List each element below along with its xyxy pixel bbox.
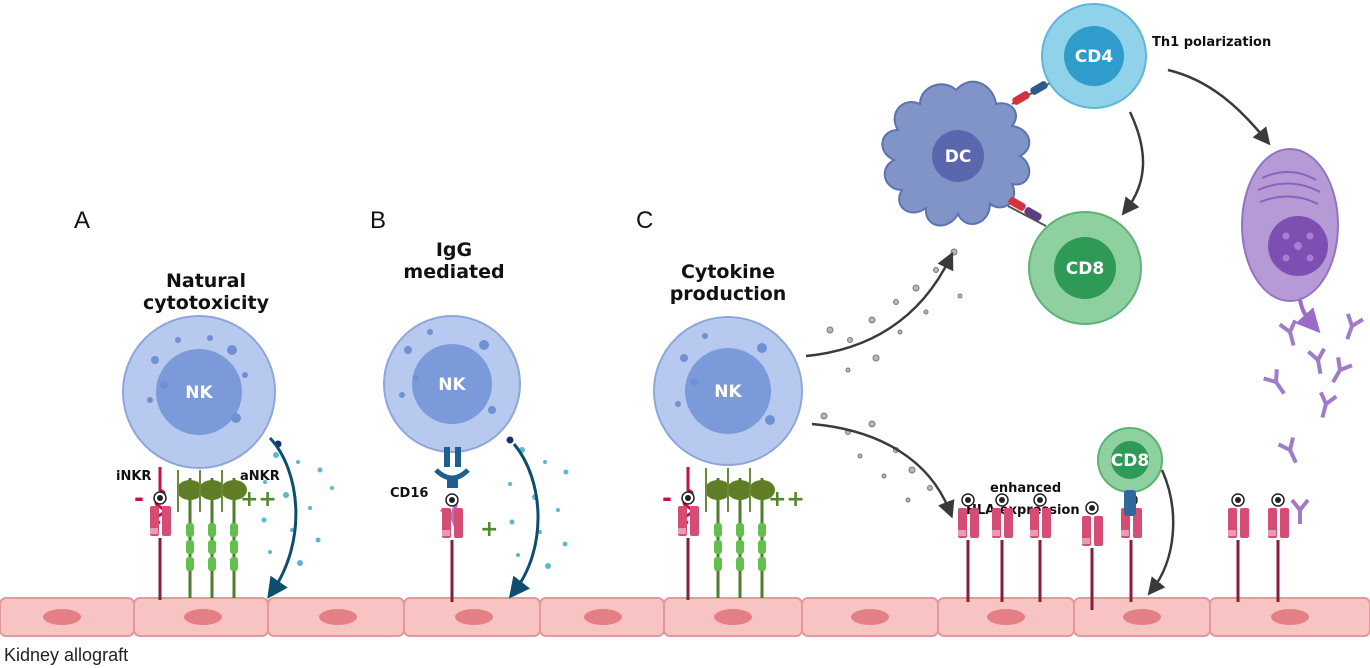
enhanced-hla — [1078, 500, 1105, 612]
plasma-cell — [1241, 148, 1339, 302]
dendritic-cell — [881, 80, 1031, 227]
dc-cd4-synapse — [1011, 81, 1053, 105]
panel-a-nk-label: NK — [185, 383, 213, 403]
panel-b-plus-sign: + — [480, 517, 498, 542]
panel-b-nk-label: NK — [438, 375, 466, 395]
cd8-t-cell-large — [1028, 211, 1142, 325]
panel-b-title-line1: IgG — [436, 239, 472, 261]
ankr-label: aNKR — [240, 469, 280, 484]
inkr-label: iNKR — [116, 469, 151, 484]
panel-b-title-line2: mediated — [403, 261, 504, 283]
arrow-to-hla — [811, 422, 955, 519]
panel-a-minus-sign: - — [134, 484, 144, 512]
cd8-small-label: CD8 — [1111, 451, 1149, 471]
panel-c-nk-cell — [653, 316, 803, 466]
dc-label: DC — [945, 147, 972, 167]
panel-a-activating-receptor — [219, 476, 249, 600]
panel-b-granule-dark — [506, 436, 514, 444]
panel-a-granules — [261, 452, 334, 566]
tissue-label: Kidney allograft — [4, 645, 128, 665]
enhanced-hla — [1264, 492, 1291, 604]
cd8-large-label: CD8 — [1066, 259, 1104, 279]
arrow-cd4-to-cd8 — [1121, 111, 1145, 216]
panel-c-title-line2: production — [670, 283, 787, 305]
panel-c-minus-sign: - — [662, 484, 672, 512]
cd16-receptor — [434, 447, 470, 488]
panel-c-title-line1: Cytokine — [681, 261, 775, 283]
arrow-to-dc — [805, 251, 954, 358]
kidney-tissue — [0, 597, 1370, 637]
panel-a-receptor-stalks — [177, 470, 223, 512]
cytokine-particles — [820, 248, 963, 503]
arrow-cd4-to-plasma — [1167, 68, 1271, 146]
panel-a-letter: A — [74, 207, 90, 234]
cd8-t-cell-small — [1097, 427, 1163, 516]
panel-b-nk-cell — [383, 315, 521, 453]
panel-b-cytotoxic-arrow — [508, 443, 540, 599]
panel-c-letter: C — [636, 207, 653, 234]
plasma-secretion-arrow — [1295, 299, 1321, 334]
panel-a-nk-cell — [122, 315, 276, 469]
dc-cd8-synapse — [1007, 197, 1047, 227]
cd4-label: CD4 — [1075, 47, 1114, 67]
th1-polarization-label: Th1 polarization — [1152, 35, 1271, 50]
panel-c-activating-receptor — [747, 476, 777, 600]
panel-b-letter: B — [370, 207, 386, 234]
panel-c-nk-label: NK — [714, 382, 742, 402]
panel-a-title-line2: cytotoxicity — [143, 292, 270, 314]
panel-a-cytotoxic-arrow — [267, 436, 298, 599]
panel-b-hla — [438, 492, 465, 604]
panel-c-receptor-stalks — [705, 468, 751, 512]
panel-a-title-line1: Natural — [166, 270, 246, 292]
enhanced-label: enhanced — [990, 481, 1061, 496]
enhanced-hla — [1224, 492, 1251, 604]
cd8-cytotoxic-arrow — [1147, 469, 1175, 596]
cd4-t-cell — [1041, 3, 1147, 109]
hla-expression-label: HLA expression — [966, 503, 1080, 518]
cd16-label: CD16 — [390, 486, 428, 501]
secreted-antibodies — [1261, 311, 1365, 526]
